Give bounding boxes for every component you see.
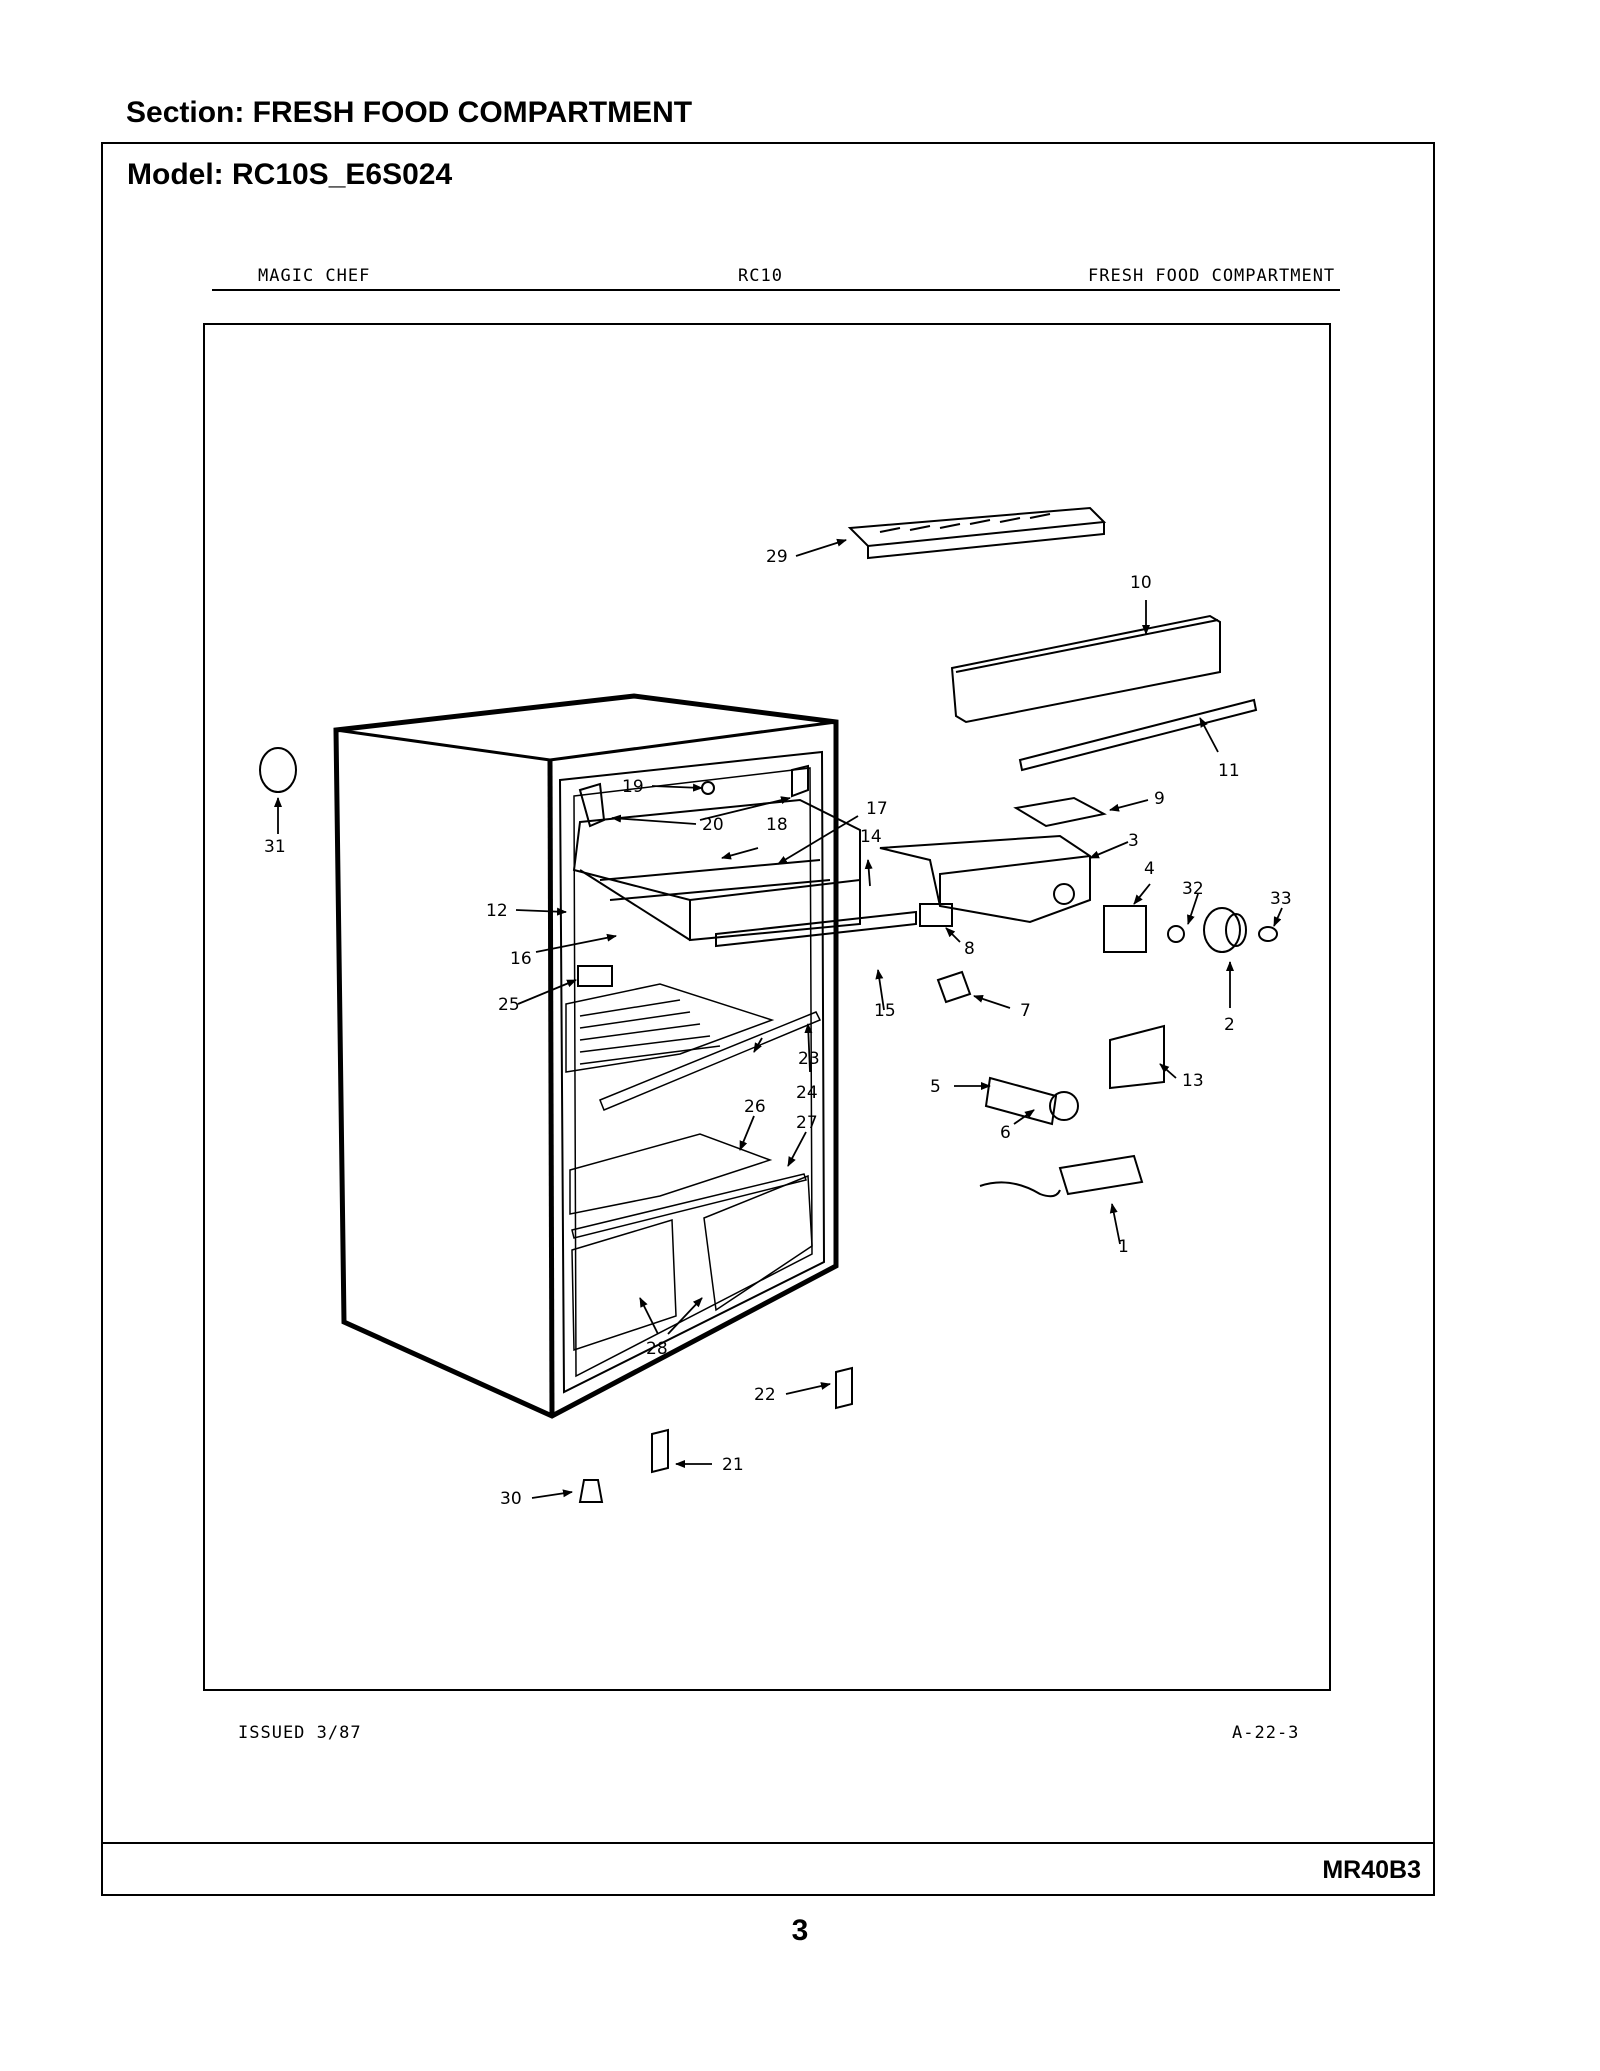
knob-ring-part bbox=[1167, 925, 1185, 943]
hinge-part-upper bbox=[835, 1366, 853, 1410]
callout-11: 11 bbox=[1218, 761, 1240, 781]
callout-24: 24 bbox=[796, 1083, 818, 1103]
callout-29: 29 bbox=[766, 547, 788, 567]
callout-23: 23 bbox=[798, 1049, 820, 1069]
switch-part bbox=[919, 903, 972, 1004]
callout-18: 18 bbox=[766, 815, 788, 835]
callout-13: 13 bbox=[1182, 1071, 1204, 1091]
egg-holder-part bbox=[259, 747, 297, 793]
callout-26: 26 bbox=[744, 1097, 766, 1117]
dairy-door-part bbox=[950, 614, 1221, 724]
footer-code: MR40B3 bbox=[1322, 1856, 1421, 1884]
cover-plate-part bbox=[1013, 796, 1107, 828]
callout-1: 1 bbox=[1118, 1237, 1129, 1257]
model-title: Model: RC10S_E6S024 bbox=[127, 158, 453, 191]
footer-divider bbox=[103, 1842, 1433, 1844]
callout-28: 28 bbox=[646, 1339, 668, 1359]
scan-header-model: RC10 bbox=[738, 266, 783, 286]
callout-25: 25 bbox=[498, 995, 520, 1015]
thermostat-part bbox=[979, 1154, 1144, 1198]
leveling-leg-part bbox=[578, 1479, 604, 1503]
callout-17: 17 bbox=[866, 799, 888, 819]
callout-14: 14 bbox=[860, 827, 882, 847]
light-socket-part bbox=[984, 1076, 1079, 1126]
callout-numbers: 1 2 3 4 5 6 7 8 9 10 11 12 13 14 15 16 1… bbox=[264, 547, 1292, 1509]
callout-4: 4 bbox=[1144, 859, 1155, 879]
callout-33: 33 bbox=[1270, 889, 1292, 909]
scan-header-brand: MAGIC CHEF bbox=[258, 266, 371, 286]
callout-21: 21 bbox=[722, 1455, 744, 1475]
glass-shelf bbox=[565, 983, 822, 1111]
page-number: 3 bbox=[791, 1914, 809, 1947]
callout-16: 16 bbox=[510, 949, 532, 969]
callout-27: 27 bbox=[796, 1113, 818, 1133]
crisper-drawers bbox=[569, 1133, 813, 1352]
callout-7: 7 bbox=[1020, 1001, 1031, 1021]
callout-32: 32 bbox=[1182, 879, 1204, 899]
section-title: Section: FRESH FOOD COMPARTMENT bbox=[126, 96, 693, 129]
callout-2: 2 bbox=[1224, 1015, 1235, 1035]
refrigerator-cabinet bbox=[333, 693, 839, 1419]
upper-shelf-assembly bbox=[572, 798, 917, 948]
scan-header-section: FRESH FOOD COMPARTMENT bbox=[1088, 266, 1336, 286]
dial-label-part bbox=[1103, 905, 1147, 953]
callout-leaders bbox=[274, 538, 1283, 1499]
bracket-part bbox=[1109, 1024, 1165, 1090]
drawing-border bbox=[203, 323, 1331, 1691]
shelf-bracket-left bbox=[578, 782, 606, 828]
control-knob-part bbox=[1203, 907, 1247, 953]
control-housing-part bbox=[879, 834, 1091, 924]
callout-30: 30 bbox=[500, 1489, 522, 1509]
shelf-bracket-right bbox=[791, 764, 809, 798]
callout-12: 12 bbox=[486, 901, 508, 921]
page-frame: Model: RC10S_E6S024 MR40B3 bbox=[101, 142, 1435, 1896]
knob-cap-part bbox=[1258, 926, 1278, 942]
callout-9: 9 bbox=[1154, 789, 1165, 809]
scan-footer-issued: ISSUED 3/87 bbox=[238, 1723, 362, 1743]
callout-19: 19 bbox=[622, 777, 644, 797]
callout-8: 8 bbox=[964, 939, 975, 959]
callout-3: 3 bbox=[1128, 831, 1139, 851]
callout-31: 31 bbox=[264, 837, 286, 857]
shelf-clip-part bbox=[577, 965, 613, 987]
callout-6: 6 bbox=[1000, 1123, 1011, 1143]
callout-5: 5 bbox=[930, 1077, 941, 1097]
ice-tray-part bbox=[847, 506, 1107, 560]
scan-footer-ref: A-22-3 bbox=[1232, 1723, 1300, 1743]
callout-15: 15 bbox=[874, 1001, 896, 1021]
callout-10: 10 bbox=[1130, 573, 1152, 593]
callout-22: 22 bbox=[754, 1385, 776, 1405]
hinge-part-lower bbox=[651, 1428, 669, 1474]
fastener-part bbox=[701, 781, 715, 795]
callout-20: 20 bbox=[702, 815, 724, 835]
trim-strip-part bbox=[1018, 698, 1258, 772]
